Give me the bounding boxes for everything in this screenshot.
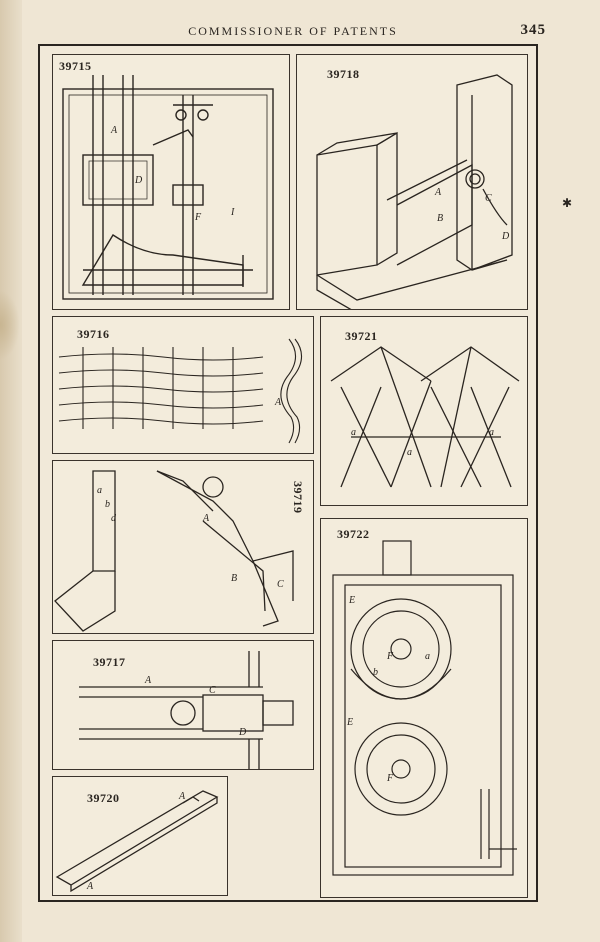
fig39720-label-a-top: A (178, 791, 186, 802)
fig39717-label-d: D (238, 727, 247, 738)
figure-39716-number: 39716 (77, 327, 110, 341)
page-binding-edge (0, 0, 22, 942)
figure-39718-panel: 39718 A B C D (296, 54, 528, 310)
figure-39717-number: 39717 (93, 655, 126, 669)
fig39722-label-a: a (425, 651, 430, 662)
fig39717-label-a: A (144, 675, 152, 686)
fig39718-label-d: D (501, 231, 510, 242)
figure-39721-panel: 39721 a a a (320, 316, 528, 506)
fig39719-label-b-small: b (105, 499, 110, 510)
figure-39720-panel: 39720 A A (52, 776, 228, 896)
fig39721-label-a-2: a (407, 447, 412, 458)
figure-39716-panel: 39716 A (52, 316, 314, 454)
fig39722-label-f-bottom: F (386, 773, 394, 784)
figure-39722-number: 39722 (337, 527, 370, 541)
figure-39719-drawing: a b d A B C (54, 470, 294, 632)
figure-39720-drawing: A A (55, 790, 219, 893)
fig39722-label-e-top: E (348, 595, 355, 606)
fig39715-label-i: I (230, 207, 235, 218)
fig39722-label-e-bottom: E (346, 717, 353, 728)
fig39718-label-b: B (437, 213, 443, 224)
fig39722-label-f-top: F (386, 651, 394, 662)
running-head: COMMISSIONER OF PATENTS (188, 24, 398, 38)
margin-asterisk-mark: ✱ (562, 196, 573, 210)
patent-figures-plate: 39715 A D (38, 44, 538, 902)
figure-39718-drawing: A B C D (316, 74, 513, 309)
fig39719-label-a: A (202, 513, 210, 524)
fig39718-label-a: A (434, 187, 442, 198)
fig39718-label-c: C (485, 193, 492, 204)
figure-39721-drawing: a a a (330, 346, 520, 488)
fig39715-label-a: A (110, 125, 118, 136)
page-number: 345 (520, 22, 546, 38)
figure-39721-number: 39721 (345, 329, 378, 343)
paper-stain (0, 290, 20, 360)
fig39721-label-a-3: a (489, 427, 494, 438)
fig39717-label-c: C (209, 685, 216, 696)
figure-39716-drawing: A (58, 338, 303, 444)
fig39719-label-a-small: a (97, 485, 102, 496)
figure-39722-panel: 39722 E F E F a b (320, 518, 528, 898)
fig39719-label-b: B (231, 573, 237, 584)
fig39715-label-f: F (194, 212, 202, 223)
figure-39720-number: 39720 (87, 791, 120, 805)
fig39720-label-a-bottom: A (86, 881, 94, 892)
figure-39719-panel: 39719 a b d A B C (52, 460, 314, 634)
fig39719-label-c: C (277, 579, 284, 590)
fig39719-label-d-small: d (111, 513, 117, 524)
figure-39715-number: 39715 (59, 59, 92, 73)
fig39715-label-d: D (134, 175, 143, 186)
fig39716-label-a: A (274, 397, 282, 408)
figure-39715-drawing: A D F I (62, 75, 274, 300)
figure-39717-drawing: A C D (79, 651, 294, 769)
figure-39717-panel: 39717 A C D (52, 640, 314, 770)
figure-39715-panel: 39715 A D (52, 54, 290, 310)
fig39722-label-b: b (373, 667, 378, 678)
figure-39718-number: 39718 (327, 67, 360, 81)
fig39721-label-a-1: a (351, 427, 356, 438)
figure-39722-drawing: E F E F a b (332, 540, 517, 876)
